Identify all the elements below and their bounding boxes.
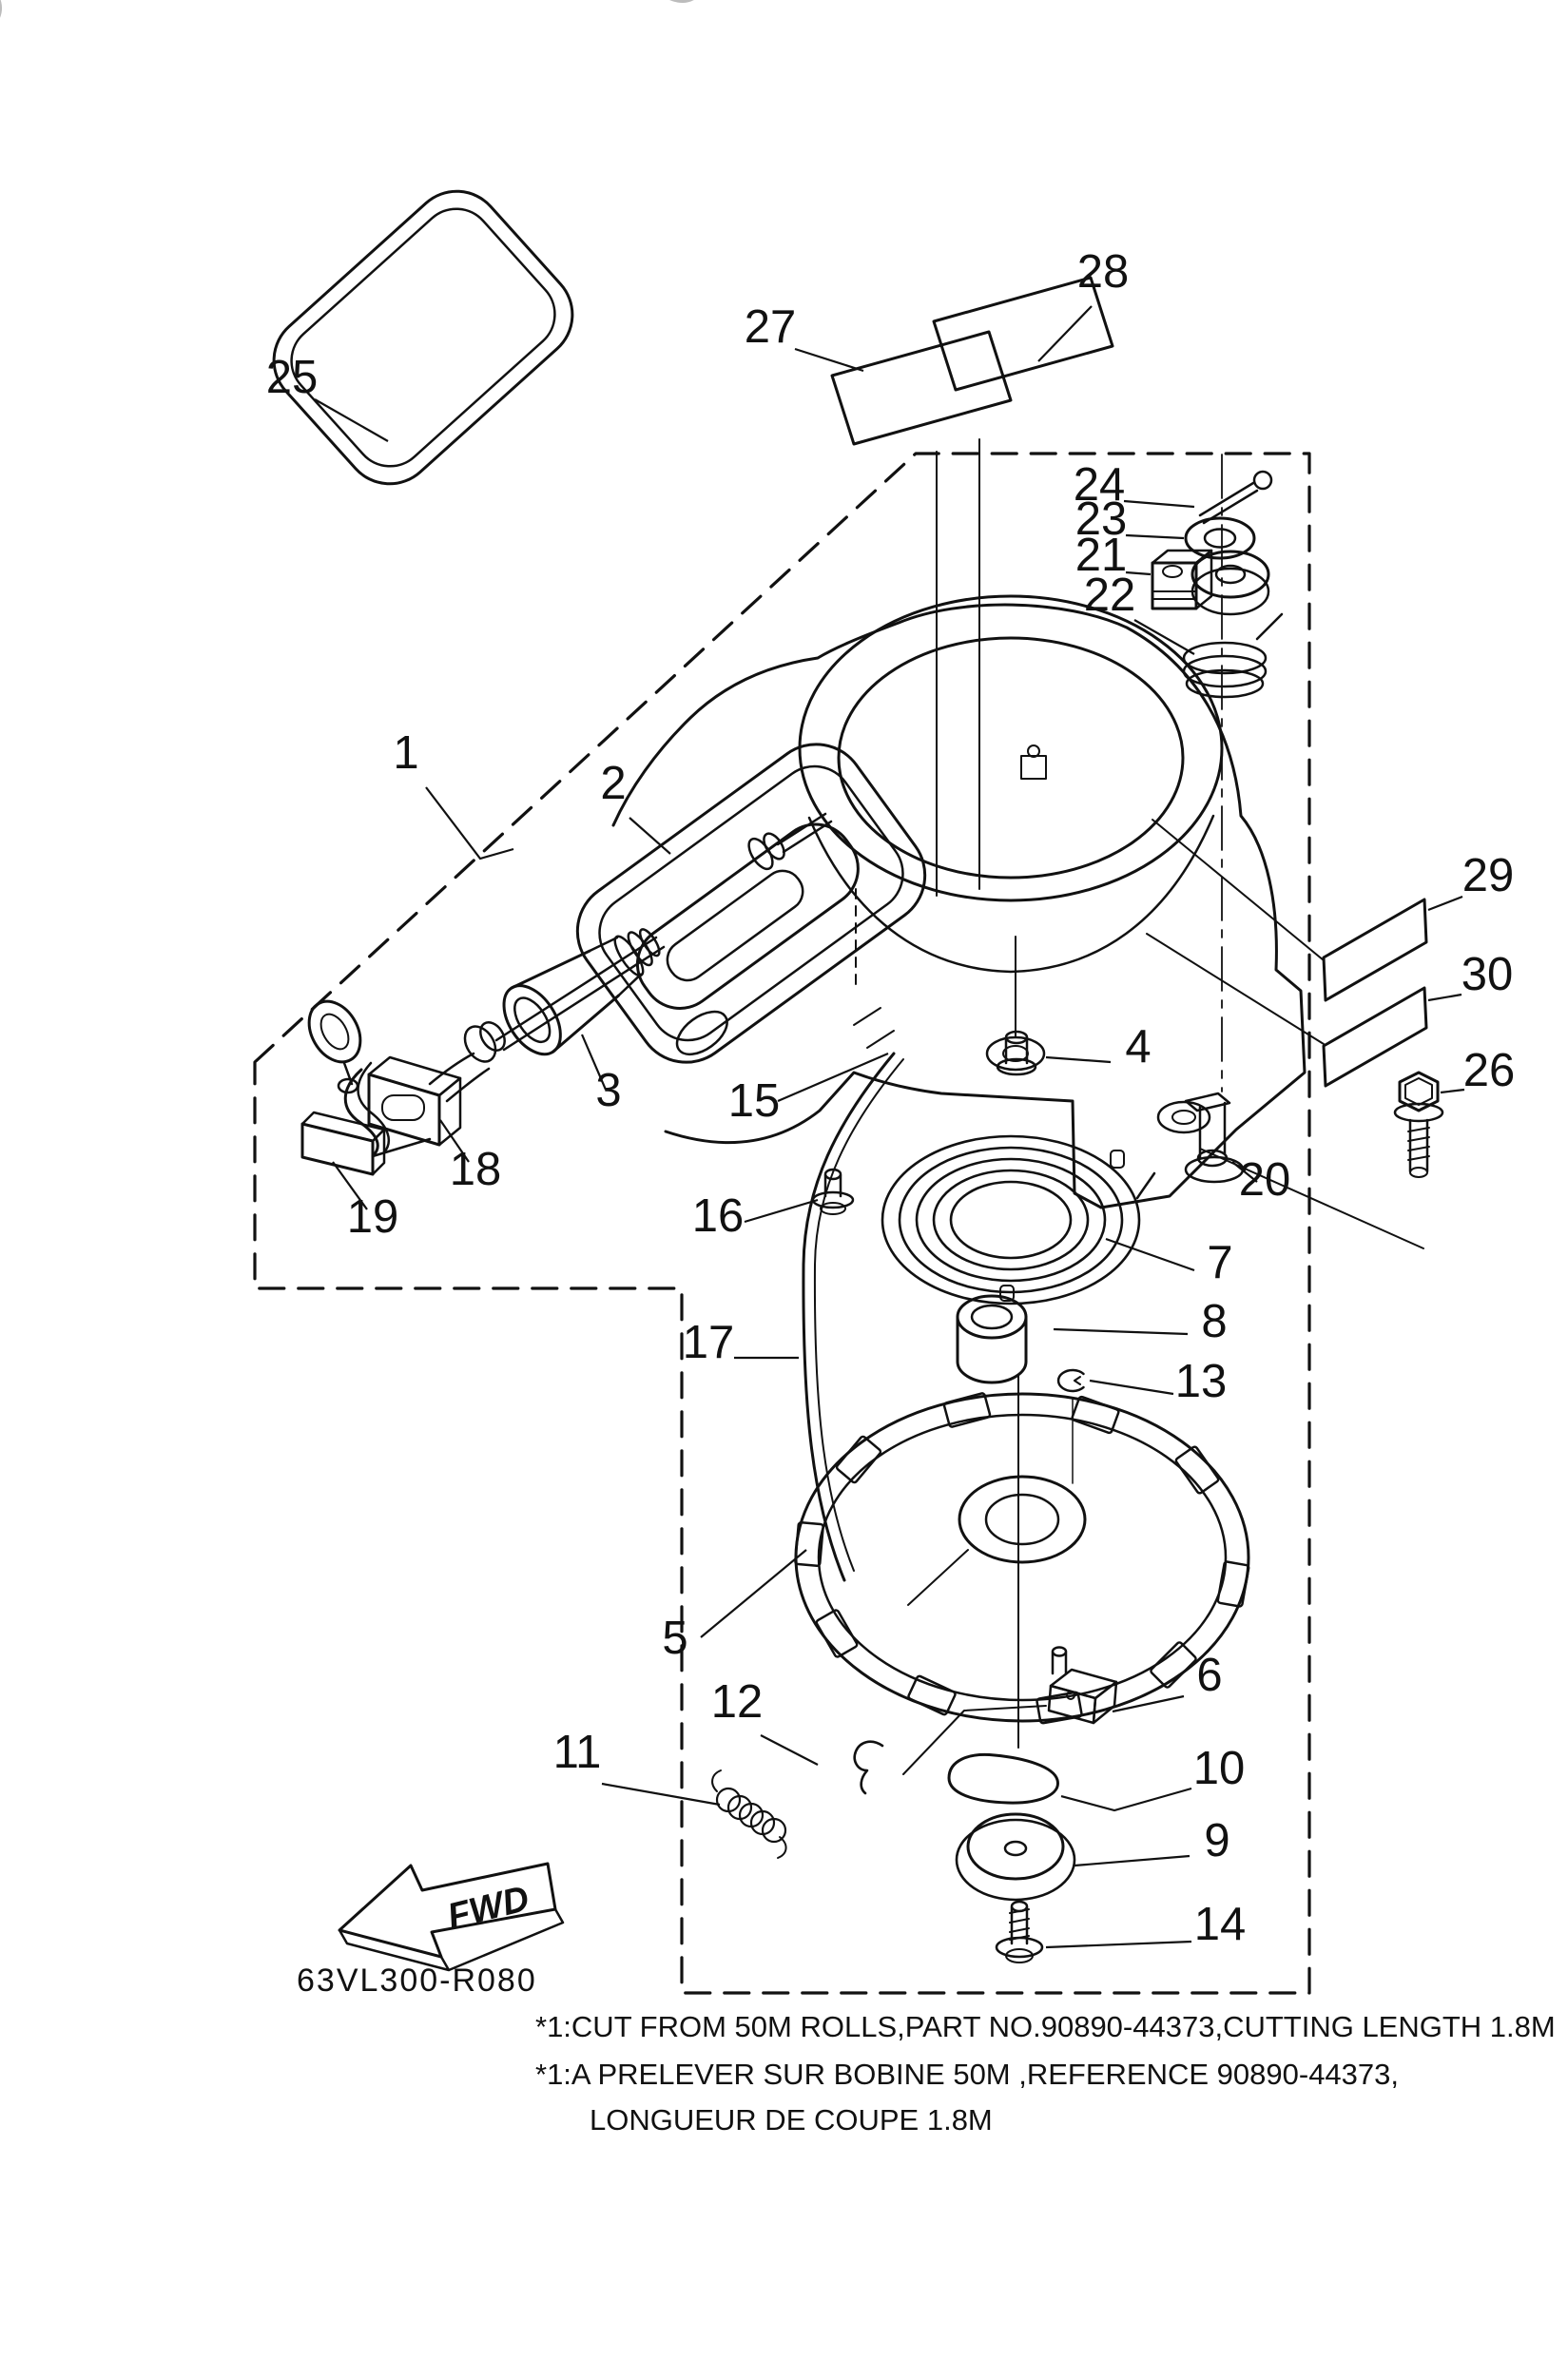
part-number-14: 14: [1194, 1899, 1247, 1950]
pawl-relation-line: [902, 1705, 1047, 1775]
callout-leader-8: [1053, 1327, 1189, 1336]
decal-placement-line: [1152, 819, 1325, 961]
callout-leader-25: [314, 398, 389, 442]
fwd-arrow-extrude: [338, 1907, 565, 1972]
fwd-arrow-outline: [338, 1862, 557, 1959]
part-number-17: 17: [683, 1317, 735, 1368]
part-number-16: 16: [692, 1190, 745, 1242]
part-number-1: 1: [393, 727, 418, 779]
part-number-9: 9: [1204, 1815, 1229, 1866]
rope-guide-3-shape: [502, 928, 661, 1056]
part-number-30: 30: [1462, 949, 1514, 1000]
seal-25-shape: [272, 189, 574, 486]
callout-leader-28: [1037, 305, 1093, 362]
callout-leader-15: [777, 1052, 889, 1103]
part-number-5: 5: [662, 1613, 687, 1664]
part-number-4: 4: [1125, 1021, 1151, 1073]
callout-leader-26: [1440, 1088, 1465, 1094]
decal-30-shape: [1322, 986, 1428, 1088]
handle-pocket-and-grip-shape: [575, 743, 927, 1064]
part-number-6: 6: [1196, 1650, 1222, 1701]
rope-end-shape: [307, 999, 432, 1158]
friction-plate-9-shape: [955, 1812, 1076, 1902]
part-number-29: 29: [1462, 850, 1515, 901]
callout-leader-2: [629, 817, 671, 855]
part-number-7: 7: [1207, 1237, 1232, 1288]
decal-28-shape: [932, 276, 1114, 392]
callout-leader-3: [580, 1034, 608, 1091]
callout-leader-21: [1125, 570, 1152, 576]
part-number-20: 20: [1239, 1154, 1291, 1206]
decal-27-shape: [830, 330, 1013, 446]
callout-leader-29: [1427, 895, 1463, 912]
part-number-12: 12: [711, 1676, 764, 1728]
callout-leader-7: [1105, 1237, 1195, 1272]
bolt-26-shape: [1393, 1071, 1444, 1178]
friction-spring-column: [1151, 454, 1284, 1184]
part-number-18: 18: [450, 1144, 502, 1195]
footnote-en: *1:CUT FROM 50M ROLLS,PART NO.90890-4437…: [535, 2010, 1556, 2043]
tension-spring-11-shape: [711, 1769, 787, 1859]
spring-hook-12-shape: [853, 1740, 884, 1795]
bolt-4-shape: [996, 1030, 1037, 1076]
drawing-code: 63VL300-R080: [297, 1963, 537, 1999]
callout-leader-1: [425, 786, 514, 860]
callout-leader-11: [601, 1782, 721, 1807]
part-number-3: 3: [595, 1065, 621, 1116]
footnote-fr-2: LONGUEUR DE COUPE 1.8M: [590, 2103, 993, 2137]
screw-14-shape: [995, 1900, 1044, 1963]
callout-leader-6: [1112, 1694, 1185, 1713]
callout-leader-16: [744, 1198, 819, 1224]
washer-23-shape: [1184, 516, 1256, 560]
handle-bracket-18-shape: [367, 1021, 506, 1147]
callout-leader-14: [1045, 1940, 1192, 1949]
callout-leader-10: [1060, 1787, 1192, 1812]
callout-leader-4: [1045, 1055, 1112, 1064]
cam-plate-10-shape: [947, 1752, 1059, 1805]
part-number-21: 21: [1075, 530, 1128, 581]
callout-leader-5: [700, 1549, 807, 1638]
drive-plate-21-shape: [1151, 549, 1270, 616]
friction-spring-22-shape: [1182, 612, 1284, 699]
part-number-26: 26: [1463, 1045, 1516, 1096]
callout-leader-23: [1125, 533, 1185, 540]
part-number-22: 22: [1084, 570, 1136, 621]
e-clip-13-shape: [1056, 1368, 1085, 1393]
starter-rope-17-shape: [802, 1052, 904, 1582]
callout-layer: 1234567891011121314151617181920212223242…: [266, 246, 1516, 1950]
callout-leader-27: [794, 347, 864, 373]
part-number-2: 2: [600, 758, 626, 809]
callout-leader-19: [332, 1161, 368, 1210]
callout-leader-9: [1074, 1854, 1191, 1867]
part-number-11: 11: [553, 1727, 602, 1778]
spiral-spring-7-shape: [881, 1134, 1156, 1305]
callout-leader-12: [760, 1734, 819, 1766]
decal-placement-line: [1146, 933, 1325, 1045]
callout-leader-18: [439, 1119, 470, 1163]
callout-leader-24: [1123, 499, 1195, 509]
bushing-8-shape: [956, 1294, 1028, 1384]
part-number-15: 15: [728, 1075, 781, 1127]
callout-leader-22: [1133, 619, 1195, 655]
part-number-24: 24: [1074, 459, 1126, 511]
part-number-19: 19: [347, 1191, 399, 1243]
part-number-27: 27: [745, 301, 797, 353]
pawl-6-shape: [1047, 1646, 1118, 1725]
callout-leader-13: [1089, 1379, 1174, 1396]
part-number-23: 23: [1075, 493, 1128, 545]
callout-leader-30: [1427, 993, 1462, 1002]
part-number-28: 28: [1077, 246, 1130, 298]
part-number-13: 13: [1175, 1356, 1228, 1407]
callout-leader-20: [1231, 1161, 1258, 1183]
starter-rope-rod-shape: [494, 812, 833, 1052]
footnote-fr-1: *1:A PRELEVER SUR BOBINE 50M ,REFERENCE …: [535, 2058, 1399, 2091]
decal-29-shape: [1322, 898, 1428, 1002]
part-number-10: 10: [1193, 1743, 1246, 1794]
part-number-25: 25: [266, 352, 319, 403]
part-number-8: 8: [1201, 1296, 1227, 1347]
